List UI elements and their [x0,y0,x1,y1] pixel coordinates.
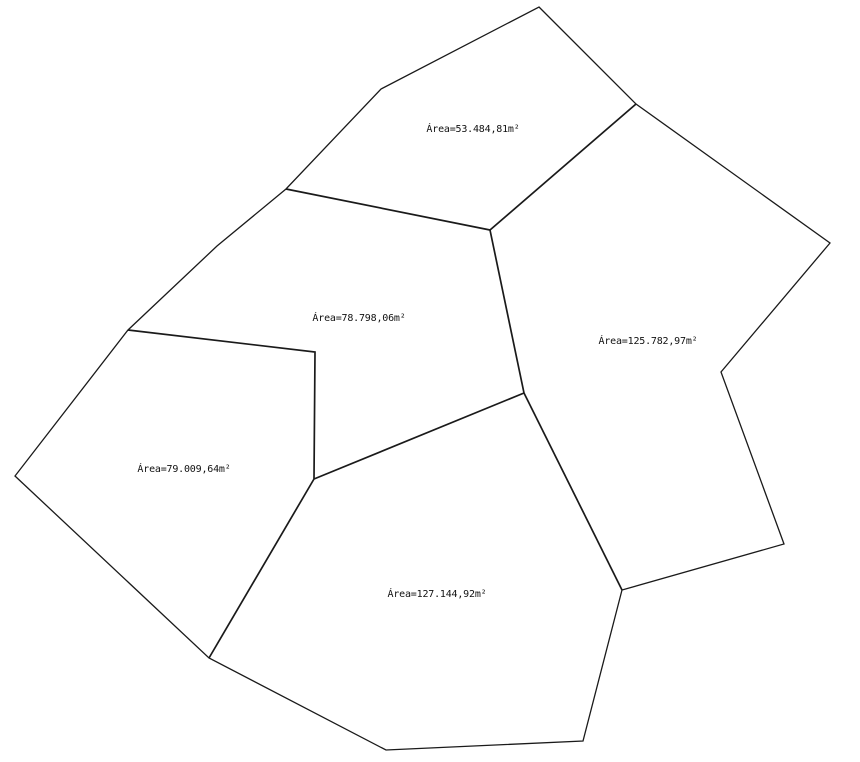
divider-lot1-lot2 [285,188,491,231]
lot-2-area-label: Área=78.798,06m² [312,311,405,324]
lot-3-area-label: Área=125.782,97m² [599,334,698,347]
divider-lot2-lot3 [489,229,525,394]
lot-1-area-label: Área=53.484,81m² [426,122,519,135]
divider-lot2-lot4 [127,329,316,480]
divider-lot1-lot3 [489,103,637,231]
lot-5-area-label: Área=127.144,92m² [388,587,487,600]
divider-lot4-lot5 [208,478,315,659]
outer-boundary [14,6,831,751]
divider-lot3-lot5 [523,392,623,591]
divider-lot2-lot5 [313,392,525,480]
lot-4-area-label: Área=79.009,64m² [137,462,230,475]
